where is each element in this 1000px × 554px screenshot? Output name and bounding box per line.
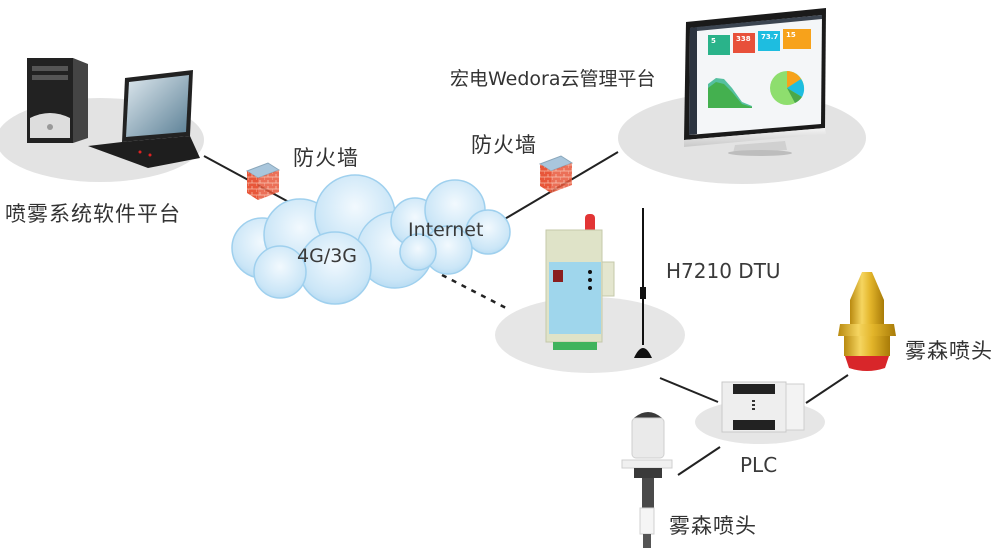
firewall-left-label: 防火墙 (293, 146, 359, 170)
dtu-label: H7210 DTU (666, 259, 781, 283)
firewall-right-icon (538, 155, 574, 193)
stat-card-2-value: 338 (736, 35, 751, 43)
dashboard-area-chart (708, 78, 752, 108)
cloud-platform-label: 宏电Wedora云管理平台 (450, 68, 656, 90)
stat-card-4 (783, 29, 811, 49)
plc-label: PLC (740, 453, 778, 477)
edge-dtu-to-plc (659, 377, 719, 403)
stat-card-3 (758, 31, 780, 51)
edge-plc-to-nozzle-bottom (677, 446, 721, 476)
cloud-4g-label: 4G/3G (297, 245, 358, 267)
antenna-icon (634, 208, 652, 358)
stat-card-3-value: 73.7 (761, 33, 779, 41)
desktop-tower-icon (27, 58, 88, 143)
plc-device-icon (721, 381, 805, 433)
dashboard-stat-cards (708, 29, 811, 55)
cloud-internet (390, 179, 511, 275)
dtu-device-icon (545, 214, 615, 350)
stat-card-1 (708, 35, 730, 55)
edge-plc-to-nozzle-right (805, 374, 849, 404)
nozzle-pump-icon (621, 412, 673, 548)
laptop-icon (88, 70, 200, 168)
nozzle-right-label: 雾森喷头 (905, 339, 993, 363)
dashboard-pie-chart (770, 71, 805, 105)
stat-card-4-value: 15 (786, 31, 796, 39)
nozzle-brass-icon (838, 272, 896, 371)
firewall-left-icon (245, 162, 281, 200)
cloud-internet-label: Internet (408, 219, 484, 241)
software-platform-label: 喷雾系统软件平台 (5, 202, 181, 226)
firewall-right-label: 防火墙 (471, 133, 537, 157)
nozzle-bottom-label: 雾森喷头 (669, 514, 757, 538)
edge-4g-to-dtu (441, 273, 511, 312)
stat-card-2 (733, 33, 755, 53)
stat-card-1-value: 5 (711, 37, 716, 45)
